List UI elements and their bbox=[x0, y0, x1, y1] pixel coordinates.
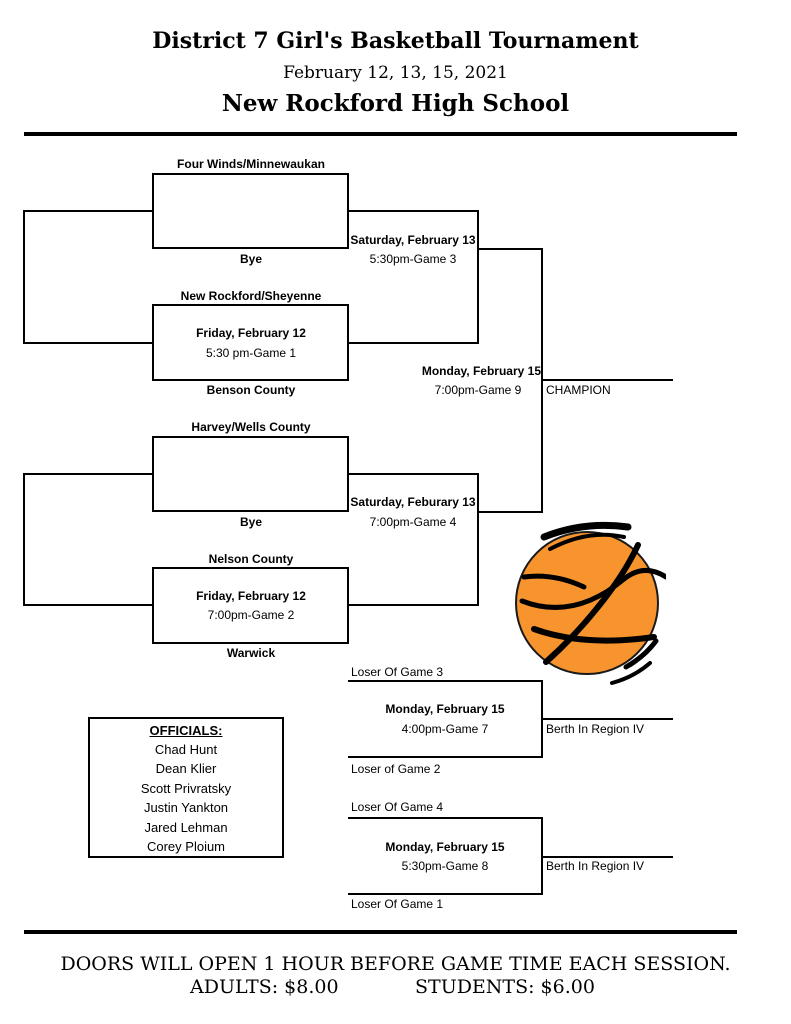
game7-day: Monday, February 15 bbox=[385, 702, 505, 716]
connector bbox=[23, 342, 153, 344]
berth-line bbox=[541, 856, 673, 858]
tournament-dates: February 12, 13, 15, 2021 bbox=[283, 63, 508, 83]
game1-day: Friday, February 12 bbox=[196, 326, 306, 340]
official-name: Dean Klier bbox=[155, 761, 217, 776]
champion-label: CHAMPION bbox=[546, 383, 611, 397]
connector bbox=[348, 342, 479, 344]
footer-rule bbox=[24, 930, 737, 934]
game2-day: Friday, February 12 bbox=[196, 589, 306, 603]
bracket-slot-four-winds bbox=[152, 173, 349, 249]
connector bbox=[348, 817, 542, 819]
basketball-icon bbox=[515, 521, 666, 685]
doors-notice: DOORS WILL OPEN 1 HOUR BEFORE GAME TIME … bbox=[60, 953, 731, 975]
adult-price: ADULTS: $8.00 bbox=[190, 976, 339, 998]
venue: New Rockford High School bbox=[221, 90, 570, 117]
game7-result: Berth In Region IV bbox=[546, 722, 645, 736]
team-label: Benson County bbox=[206, 383, 296, 397]
game8-time: 5:30pm-Game 8 bbox=[401, 859, 489, 873]
game2-box bbox=[152, 567, 349, 644]
official-name: Justin Yankton bbox=[143, 800, 229, 815]
header-rule bbox=[24, 132, 737, 136]
team-label: Four Winds/Minnewaukan bbox=[177, 157, 325, 171]
connector bbox=[348, 680, 542, 682]
game9-day: Monday, February 15 bbox=[421, 364, 541, 378]
team-label: New Rockford/Sheyenne bbox=[180, 289, 322, 303]
connector bbox=[477, 473, 479, 606]
student-price: STUDENTS: $6.00 bbox=[415, 976, 595, 998]
official-name: Scott Privratsky bbox=[140, 781, 232, 796]
connector bbox=[348, 604, 479, 606]
bracket-slot-harvey bbox=[152, 436, 349, 512]
connector bbox=[23, 210, 25, 343]
connector bbox=[348, 473, 479, 475]
game1-box bbox=[152, 304, 349, 381]
game3-day: Saturday, February 13 bbox=[350, 233, 476, 247]
connector bbox=[348, 210, 479, 212]
connector bbox=[23, 473, 25, 606]
game4-day: Saturday, Feburary 13 bbox=[350, 495, 476, 509]
officials-heading: OFFICIALS: bbox=[149, 723, 223, 738]
official-name: Chad Hunt bbox=[154, 742, 218, 757]
team-label: Warwick bbox=[226, 646, 276, 660]
connector bbox=[348, 756, 542, 758]
connector bbox=[23, 604, 153, 606]
connector bbox=[348, 893, 542, 895]
game2-time: 7:00pm-Game 2 bbox=[207, 608, 295, 622]
officials-box: OFFICIALS: Chad Hunt Dean Klier Scott Pr… bbox=[88, 717, 284, 858]
game7-time: 4:00pm-Game 7 bbox=[401, 722, 489, 736]
team-label: Harvey/Wells County bbox=[191, 420, 311, 434]
game1-time: 5:30 pm-Game 1 bbox=[205, 346, 297, 360]
game8-bottom-label: Loser Of Game 1 bbox=[351, 897, 444, 911]
game8-day: Monday, February 15 bbox=[385, 840, 505, 854]
game3-time: 5:30pm-Game 3 bbox=[369, 252, 457, 266]
berth-line bbox=[541, 718, 673, 720]
official-name: Jared Lehman bbox=[144, 820, 228, 835]
game4-time: 7:00pm-Game 4 bbox=[369, 515, 457, 529]
game8-result: Berth In Region IV bbox=[546, 859, 645, 873]
connector bbox=[23, 210, 153, 212]
game7-bottom-label: Loser of Game 2 bbox=[351, 762, 441, 776]
game9-time: 7:00pm-Game 9 bbox=[434, 383, 522, 397]
champion-line bbox=[541, 379, 673, 381]
team-label: Bye bbox=[239, 515, 263, 529]
team-label: Nelson County bbox=[208, 552, 294, 566]
connector bbox=[477, 210, 479, 343]
connector bbox=[478, 511, 543, 513]
game7-top-label: Loser Of Game 3 bbox=[351, 665, 444, 679]
official-name: Corey Ploium bbox=[146, 839, 226, 854]
connector bbox=[23, 473, 153, 475]
connector bbox=[478, 248, 543, 250]
page-title: District 7 Girl's Basketball Tournament bbox=[152, 28, 639, 54]
game8-top-label: Loser Of Game 4 bbox=[351, 800, 444, 814]
team-label: Bye bbox=[239, 252, 263, 266]
